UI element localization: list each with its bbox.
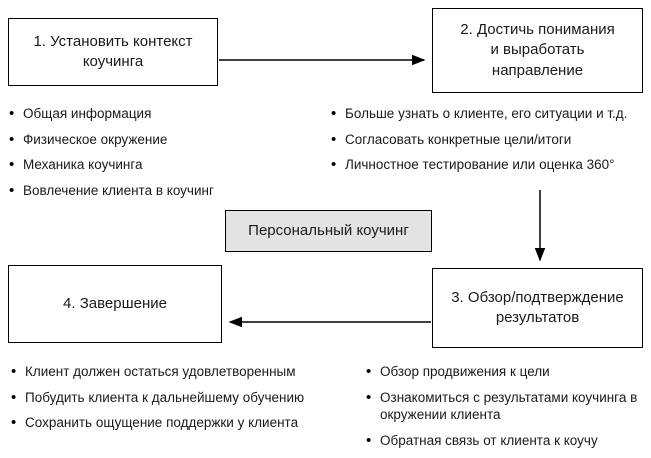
step1-notes-list: Общая информация Физическое окружение Ме… <box>8 104 308 207</box>
note-item: Больше узнать о клиенте, его ситуации и … <box>330 104 648 123</box>
step1-box: 1. Установить контекст коучинга <box>8 18 218 86</box>
note-item: Физическое окружение <box>8 130 308 149</box>
note-item: Обратная связь от клиента к коучу <box>365 431 641 450</box>
note-item: Личностное тестирование или оценка 360° <box>330 155 648 174</box>
step3-notes-list: Обзор продвижения к цели Ознакомиться с … <box>365 362 641 457</box>
step2-box: 2. Достичь понимания и выработать направ… <box>432 8 643 93</box>
step4-label: 4. Завершение <box>63 294 167 312</box>
step2-label: 2. Достичь понимания и выработать направ… <box>460 21 615 79</box>
note-item: Ознакомиться с результатами коучинга в о… <box>365 388 641 424</box>
step3-box: 3. Обзор/подтверждение результатов <box>432 268 643 348</box>
note-item: Общая информация <box>8 104 308 123</box>
note-item: Согласовать конкретные цели/итоги <box>330 130 648 149</box>
note-item: Вовлечение клиента в коучинг <box>8 181 308 200</box>
note-item: Клиент должен остаться удовлетворенным <box>10 362 340 381</box>
note-item: Механика коучинга <box>8 155 308 174</box>
diagram-title-box: Персональный коучинг <box>225 210 432 252</box>
step4-box: 4. Завершение <box>8 265 222 343</box>
step2-notes-list: Больше узнать о клиенте, его ситуации и … <box>330 104 648 182</box>
step3-label: 3. Обзор/подтверждение результатов <box>451 288 624 326</box>
note-item: Побудить клиента к дальнейшему обучению <box>10 388 340 407</box>
note-item: Обзор продвижения к цели <box>365 362 641 381</box>
diagram-title: Персональный коучинг <box>248 221 409 239</box>
step4-notes-list: Клиент должен остаться удовлетворенным П… <box>10 362 340 440</box>
step1-label: 1. Установить контекст коучинга <box>33 32 193 70</box>
note-item: Сохранить ощущение поддержки у клиента <box>10 413 340 432</box>
